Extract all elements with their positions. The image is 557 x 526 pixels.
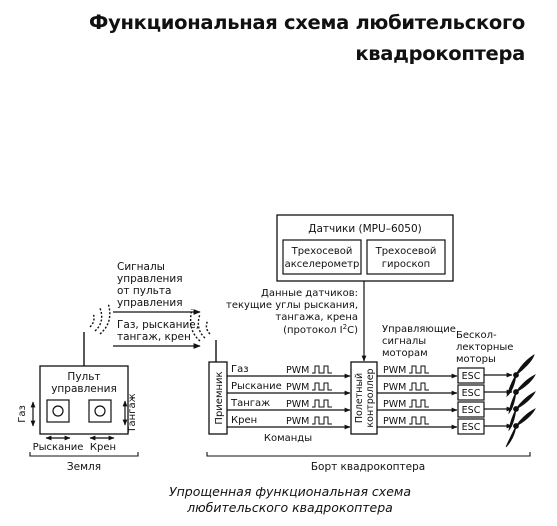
esc-label: ESC [462, 422, 481, 433]
motor-signal-lines [377, 373, 458, 430]
esc-to-motor-lines [484, 372, 513, 429]
esc-label: ESC [462, 388, 481, 399]
propeller-icon [505, 408, 536, 448]
remote-control-box [39, 365, 129, 435]
pwm-label: PWM [286, 416, 309, 427]
receiver-channels: Газ Рыскание Тангаж Крен [230, 364, 282, 426]
motors-label-line: моторы [456, 354, 496, 365]
pwm-label: PWM [286, 399, 309, 410]
remote-title-line: Пульт [67, 371, 100, 383]
pwm-waveforms-right [409, 365, 429, 425]
pwm-label: PWM [286, 365, 309, 376]
figure-caption-line-2: любительского квадрокоптера [187, 500, 393, 515]
receiver-antenna-icon [189, 308, 217, 362]
gyroscope-label: гироскоп [382, 259, 430, 270]
flight-controller-label: контроллер [365, 368, 376, 427]
flight-controller-box [350, 361, 378, 435]
sensor-data-line: Данные датчиков: [261, 288, 358, 299]
esc-labels: ESC ESC ESC ESC [462, 371, 481, 433]
channels-label: Газ, рыскание, тангаж, крен [117, 319, 199, 343]
left-stick-icon [46, 399, 70, 423]
right-stick-icon [88, 399, 112, 423]
pwm-label: PWM [383, 382, 406, 393]
channels-label-line: Газ, рыскание, [117, 319, 199, 331]
channel-lines [227, 373, 351, 430]
signals-label-line: от пульта [117, 285, 171, 297]
pwm-label: PWM [383, 365, 406, 376]
motor-signals-line: сигналы [382, 336, 426, 347]
left-stick-knob-icon [52, 405, 64, 417]
propeller-icon [508, 374, 536, 415]
motor-signals-line: моторам [382, 348, 428, 359]
motor-signals-label: Управляющие сигналы моторам [382, 324, 456, 359]
remote-title-line: управления [51, 383, 117, 395]
esc-label: ESC [462, 405, 481, 416]
sensor-data-line: (протокол I2C) [283, 323, 358, 336]
pwm-waveforms-left [312, 365, 332, 425]
commands-label: Команды [264, 433, 312, 444]
channel-label: Тангаж [230, 398, 270, 409]
ground-brace [29, 452, 139, 457]
yaw-axis-label: Рыскание [33, 442, 84, 453]
propeller-icon [506, 354, 535, 398]
accelerometer-box [282, 239, 362, 275]
gyroscope-label: Трехосевой [375, 246, 437, 257]
sensors-box [276, 214, 454, 282]
esc-label: ESC [462, 371, 481, 382]
roll-axis-label: Крен [90, 442, 116, 453]
motors-label-line: лекторные [456, 342, 513, 353]
pwm-label: PWM [383, 399, 406, 410]
remote-antenna-icon [83, 302, 111, 366]
gyroscope-box [366, 239, 446, 275]
sensor-data-line: текущие углы рыскания, [226, 300, 358, 311]
throttle-axis-label: Газ [17, 405, 28, 423]
propeller-icon [508, 391, 536, 432]
channel-label: Газ [231, 364, 249, 375]
receiver-label: Приемник [214, 371, 225, 424]
signals-label-line: Сигналы [117, 261, 165, 273]
sensor-data-line: тангажа, крена [275, 312, 358, 323]
sensor-data-label: Данные датчиков: текущие углы рыскания, … [226, 288, 358, 336]
motor-signals-line: Управляющие [382, 324, 456, 335]
accelerometer-label: Трехосевой [291, 246, 353, 257]
page-title-line-2: квадрокоптера [355, 42, 525, 65]
pitch-axis-label: Тангаж [127, 393, 138, 433]
motors-label-line: Бескол- [456, 330, 497, 341]
motors-label: Бескол- лекторные моторы [456, 330, 513, 365]
ground-label: Земля [67, 461, 101, 473]
pwm-label: PWM [286, 382, 309, 393]
figure-caption-line-1: Упрощенная функциональная схема [169, 484, 411, 499]
onboard-label: Борт квадрокоптера [311, 461, 425, 473]
channel-label: Крен [231, 415, 257, 426]
onboard-brace [206, 452, 531, 457]
signals-label-line: управления [117, 297, 183, 309]
channel-label: Рыскание [231, 381, 282, 392]
pwm-label: PWM [383, 416, 406, 427]
flight-controller-label: Полетный [354, 373, 365, 423]
signals-label-line: управления [117, 273, 183, 285]
accelerometer-label: акселерометр [285, 259, 360, 270]
propeller-icons [505, 354, 536, 448]
pwm-labels-right: PWM PWM PWM PWM [383, 365, 406, 427]
channels-label-line: тангаж, крен [117, 331, 191, 343]
page-title-line-1: Функциональная схема любительского [89, 11, 525, 34]
pwm-labels-left: PWM PWM PWM PWM [286, 365, 309, 427]
sensors-title: Датчики (MPU–6050) [308, 223, 422, 235]
receiver-box [208, 361, 228, 435]
signals-label: Сигналы управления от пульта управления [117, 261, 183, 309]
right-stick-knob-icon [94, 405, 106, 417]
